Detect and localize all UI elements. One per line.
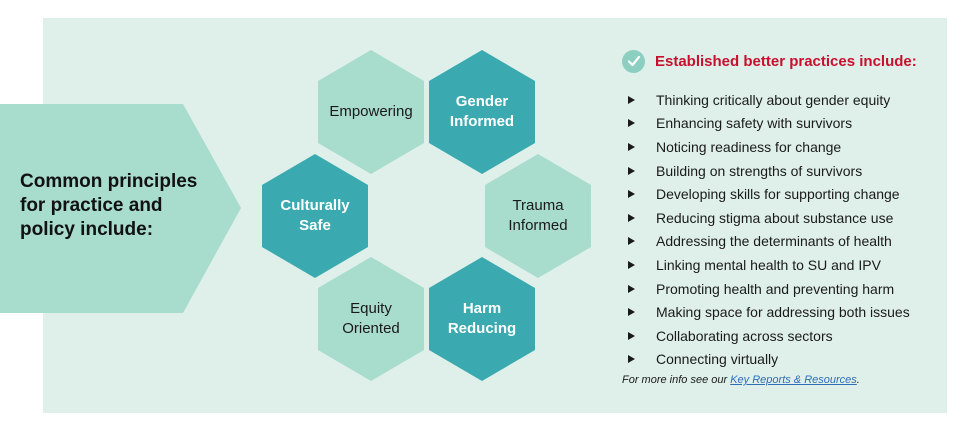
- practice-item: Enhancing safety with survivors: [622, 112, 942, 136]
- triangle-bullet-icon: [628, 331, 635, 340]
- triangle-bullet-icon: [628, 166, 635, 175]
- triangle-bullet-icon: [628, 284, 635, 293]
- practice-item: Developing skills for supporting change: [622, 182, 942, 206]
- triangle-bullet-icon: [628, 237, 635, 246]
- check-circle-icon: [622, 49, 645, 73]
- triangle-bullet-icon: [628, 95, 635, 104]
- practice-item-text: Noticing readiness for change: [656, 138, 842, 155]
- more-info-prefix: For more info see our: [622, 374, 731, 387]
- hexagon-label-line: Safe: [299, 217, 331, 234]
- practice-item: Promoting health and preventing harm: [622, 277, 942, 301]
- practice-item-text: Building on strengths of survivors: [656, 162, 863, 179]
- practice-item-text: Enhancing safety with survivors: [656, 115, 853, 132]
- hexagon-label-line: Culturally: [280, 197, 350, 214]
- practice-item-text: Making space for addressing both issues: [656, 304, 910, 321]
- practice-item-text: Linking mental health to SU and IPV: [656, 256, 881, 273]
- practice-item: Noticing readiness for change: [622, 135, 942, 159]
- hexagon-label-line: Informed: [449, 113, 515, 130]
- practice-item: Linking mental health to SU and IPV: [622, 253, 942, 277]
- practice-item-text: Connecting virtually: [656, 351, 779, 368]
- practice-item-text: Promoting health and preventing harm: [656, 280, 895, 297]
- practice-item: Connecting virtually: [622, 348, 942, 372]
- triangle-bullet-icon: [628, 260, 635, 269]
- practice-item-text: Reducing stigma about substance use: [656, 209, 894, 226]
- hexagon-label-line: Gender: [455, 93, 509, 110]
- more-info-suffix: .: [856, 374, 860, 387]
- practice-item-text: Collaborating across sectors: [656, 327, 833, 344]
- hexagon-label-line: Informed: [508, 217, 568, 234]
- hexagon-label-line: Trauma: [512, 197, 564, 214]
- practice-item: Building on strengths of survivors: [622, 159, 942, 183]
- triangle-bullet-icon: [628, 119, 635, 128]
- hexagon-label-empowering: Empowering: [316, 102, 426, 122]
- practice-item-text: Thinking critically about gender equity: [656, 91, 891, 108]
- practice-item: Thinking critically about gender equity: [622, 88, 942, 112]
- hexagon-label-line: Reducing: [447, 320, 517, 337]
- hexagon-label-line: Oriented: [342, 320, 400, 337]
- triangle-bullet-icon: [628, 190, 635, 199]
- practice-item: Addressing the determinants of health: [622, 230, 942, 254]
- triangle-bullet-icon: [628, 308, 635, 317]
- practices-header: Established better practices include:: [622, 46, 942, 76]
- hexagon-label-line: Harm: [462, 300, 502, 317]
- practice-item: Making space for addressing both issues: [622, 300, 942, 324]
- hexagon-label-line: Equity: [350, 300, 392, 317]
- triangle-bullet-icon: [628, 213, 635, 222]
- practices-header-text: Established better practices include:: [655, 52, 917, 70]
- triangle-bullet-icon: [628, 142, 635, 151]
- hexagon-label-line: Empowering: [329, 103, 413, 120]
- practices-section: Established better practices include: Th…: [622, 46, 942, 386]
- key-reports-link[interactable]: Key Reports & Resources: [730, 374, 857, 387]
- practice-item-text: Addressing the determinants of health: [656, 233, 892, 250]
- practice-item: Collaborating across sectors: [622, 324, 942, 348]
- more-info-note: For more info see our Key Reports & Reso…: [622, 374, 942, 386]
- practice-item-text: Developing skills for supporting change: [656, 186, 900, 203]
- triangle-bullet-icon: [628, 355, 635, 364]
- principles-title: Common principles for practice and polic…: [20, 171, 198, 240]
- practice-item: Reducing stigma about substance use: [622, 206, 942, 230]
